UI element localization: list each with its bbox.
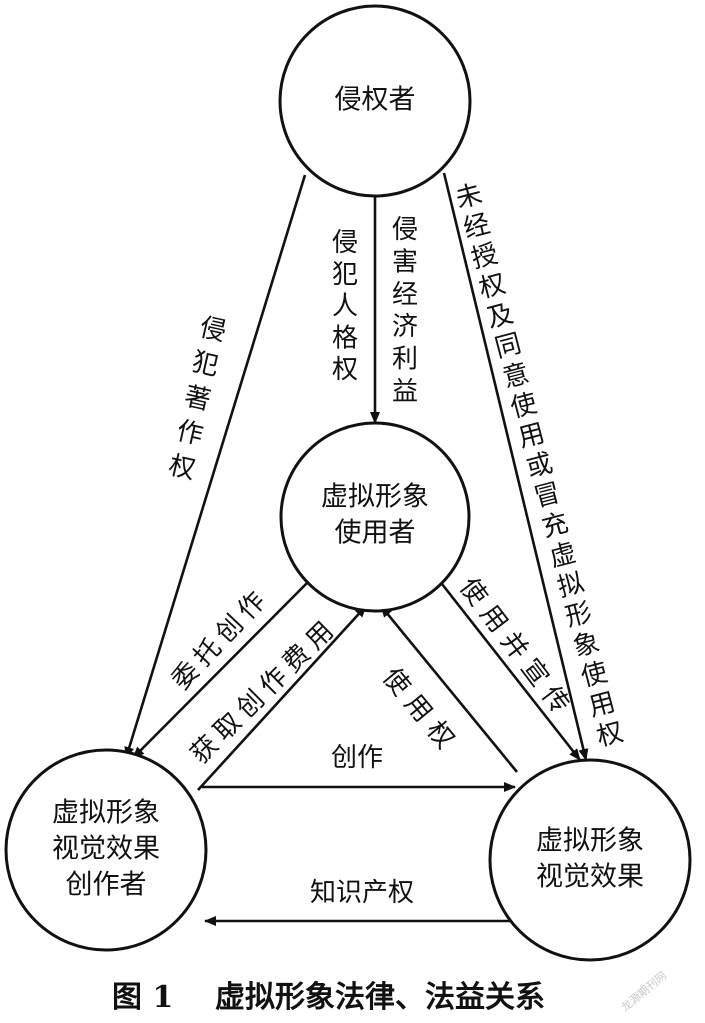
edge-label-right-of-use: 使用权 bbox=[376, 662, 460, 754]
watermark: 龙源期刊网 bbox=[618, 968, 669, 1014]
node-label: 使用者 bbox=[335, 518, 416, 549]
edge-visual-to-user bbox=[379, 605, 519, 773]
node-infringer: 侵权者 bbox=[278, 4, 472, 198]
edge-user-to-visual bbox=[440, 583, 582, 761]
edge-label-create: 创作 bbox=[331, 743, 383, 773]
edge-label-char: 著 bbox=[182, 382, 214, 417]
edge-user-to-creator bbox=[132, 581, 309, 759]
edge-label-char: 经 bbox=[392, 280, 418, 310]
edge-label-char: 使 bbox=[376, 662, 416, 701]
edge-label-char: 侵 bbox=[392, 215, 418, 245]
figure-title: 虚拟形象法律、法益关系 bbox=[215, 980, 545, 1015]
node-label: 虚拟形象 bbox=[52, 798, 160, 829]
node-label: 视觉效果 bbox=[536, 862, 644, 893]
edge-label-char: 人 bbox=[332, 292, 358, 322]
edge-label-char: 害 bbox=[392, 247, 418, 277]
node-virtual-image-user: 虚拟形象 使用者 bbox=[279, 421, 471, 613]
edge-label-char: 作 bbox=[174, 416, 206, 451]
edge-label-char: 宣 bbox=[515, 654, 555, 693]
node-label: 虚拟形象 bbox=[536, 826, 644, 857]
edge-label-ip: 知识产权 bbox=[310, 878, 414, 908]
edge-label-char: 侵 bbox=[332, 228, 358, 258]
edge-label-char: 侵 bbox=[197, 313, 229, 348]
node-label: 创作者 bbox=[66, 870, 147, 901]
node-label: 侵权者 bbox=[335, 85, 416, 116]
edge-label-char: 利 bbox=[392, 345, 418, 375]
edge-label-char: 权 bbox=[420, 715, 460, 754]
edge-infringer-to-creator bbox=[124, 174, 307, 759]
edge-label-char: 用 bbox=[398, 689, 438, 728]
figure-number: 图 1 bbox=[112, 980, 173, 1015]
edge-creator-to-user bbox=[197, 605, 367, 791]
node-label: 虚拟形象 bbox=[321, 482, 429, 513]
edge-label-char: 益 bbox=[392, 377, 418, 407]
node-visual-effect-creator: 虚拟形象 视觉效果 创作者 bbox=[4, 748, 208, 952]
node-virtual-image-visual-effect: 虚拟形象 视觉效果 bbox=[488, 758, 692, 962]
edge-label-char: 犯 bbox=[189, 347, 221, 382]
edge-infringer-to-visual bbox=[442, 172, 589, 761]
edge-label-char: 权 bbox=[332, 355, 358, 385]
edge-label-char: 济 bbox=[392, 312, 418, 342]
edge-label-char: 格 bbox=[332, 323, 358, 353]
node-label: 视觉效果 bbox=[52, 834, 160, 865]
edge-label-char: 权 bbox=[166, 451, 198, 486]
edge-label-char: 权 bbox=[594, 717, 627, 753]
edge-label-char: 犯 bbox=[332, 260, 358, 290]
